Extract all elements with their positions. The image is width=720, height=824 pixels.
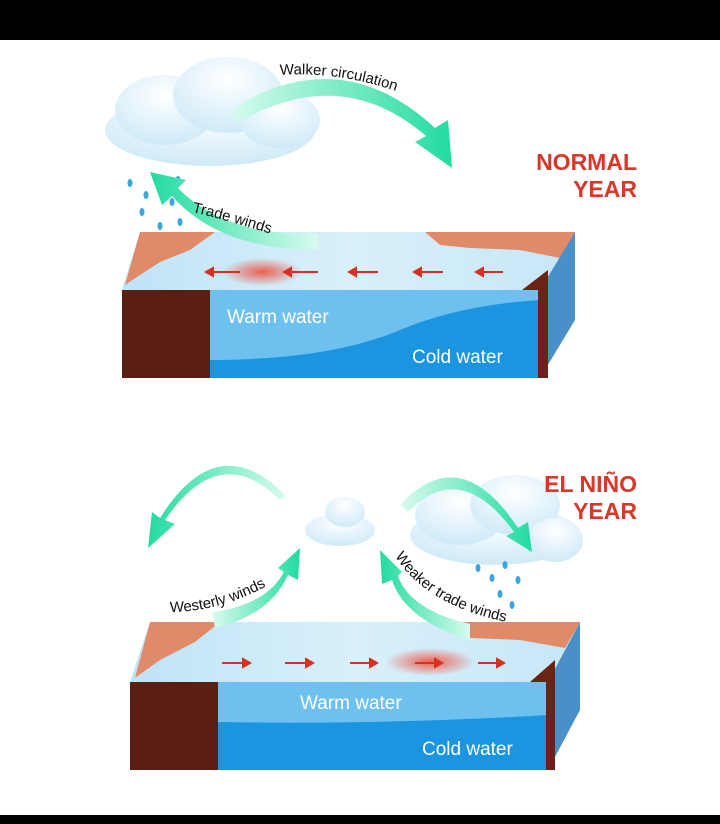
land-wall-east: [530, 660, 555, 770]
cold-water-layer: [218, 715, 548, 770]
el-nino-year-subtitle: YEAR: [573, 498, 637, 524]
warm-water-label: Warm water: [300, 693, 402, 714]
land-wall-east: [522, 270, 548, 378]
bottom-black-bar: [0, 815, 720, 824]
el-nino-year-panel: Westerly winds Weaker trade winds EL NIÑ…: [130, 465, 637, 770]
land-asia: [135, 622, 220, 678]
rain-drops-icon: [475, 561, 521, 609]
land-americas: [425, 232, 575, 258]
cold-water-layer: [210, 300, 540, 378]
land-asia: [125, 232, 215, 285]
trade-winds-arrow: [150, 172, 318, 250]
warm-pool-highlight: [222, 258, 302, 286]
cloud-icon: [105, 57, 320, 166]
cold-water-label: Cold water: [422, 739, 513, 760]
ocean-side-face: [548, 622, 580, 770]
normal-year-panel: Walker circulation Trade winds NORMAL YE…: [105, 57, 637, 378]
top-black-bar: [0, 0, 720, 40]
small-cloud-icon: [305, 497, 375, 546]
normal-year-subtitle: YEAR: [573, 176, 637, 202]
west-circulation-arrow: [148, 465, 286, 548]
westerly-winds-arrow: [212, 548, 300, 628]
weaker-trade-winds-arrow: [380, 550, 470, 640]
east-circulation-arrow: [400, 477, 532, 552]
normal-year-title: NORMAL: [536, 149, 637, 175]
land-wall-west: [130, 682, 218, 770]
ocean-side-face: [540, 232, 575, 378]
current-arrows: [203, 266, 503, 278]
walker-circulation-arrow: [230, 78, 452, 168]
rain-cloud-icon: [410, 475, 583, 565]
el-nino-year-title: EL NIÑO: [544, 470, 637, 497]
warm-water-label: Warm water: [227, 307, 329, 328]
cold-water-label: Cold water: [412, 347, 503, 368]
land-wall-west: [122, 290, 210, 378]
current-arrows: [222, 657, 507, 669]
